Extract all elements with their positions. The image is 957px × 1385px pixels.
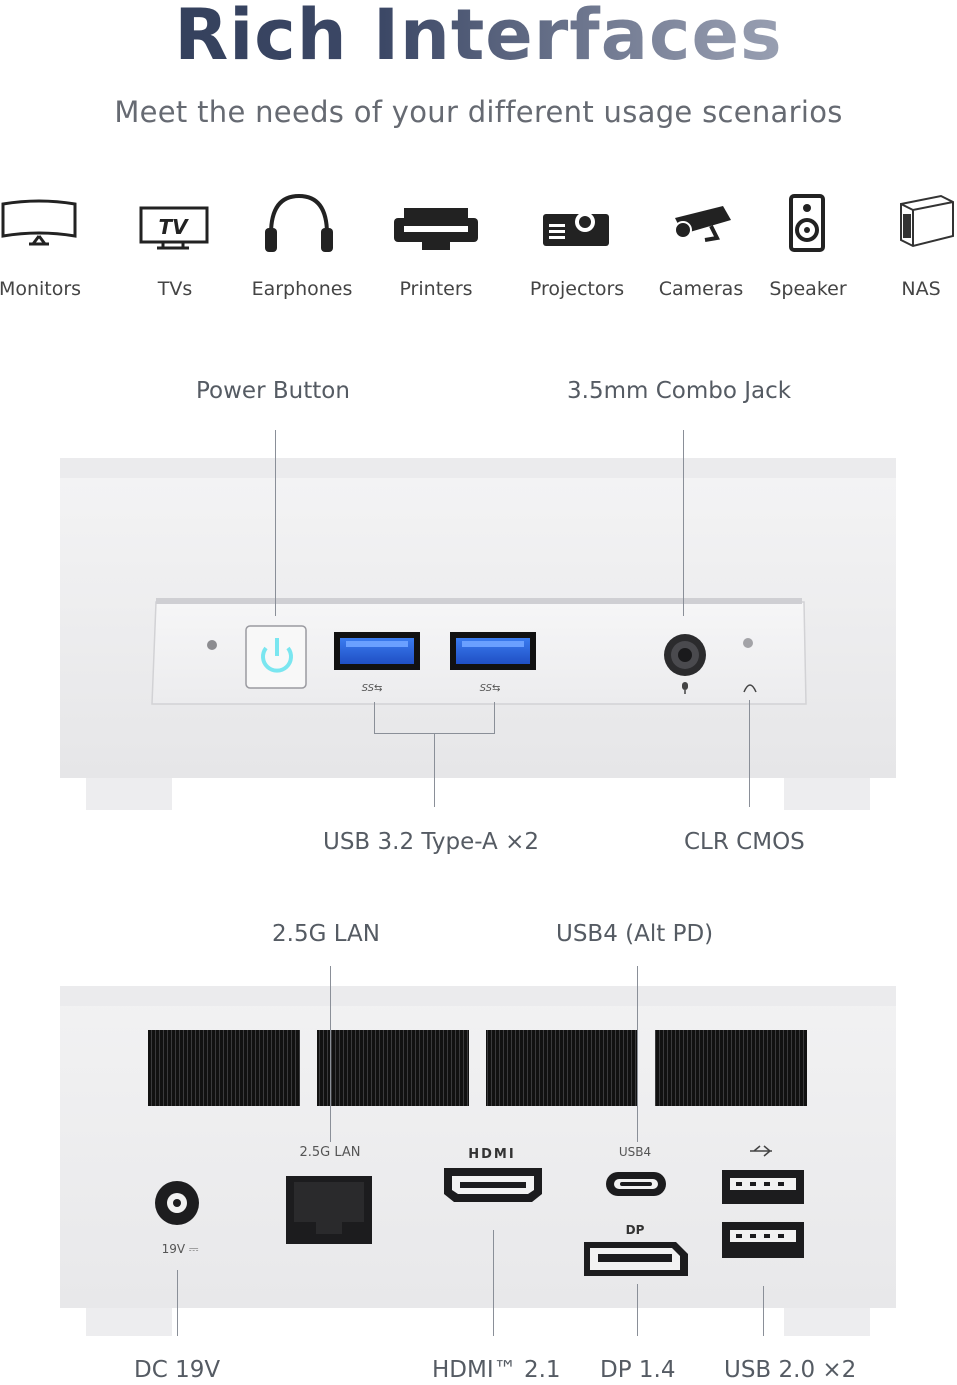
leader-line-dp (637, 1284, 638, 1336)
scenario-label-nas: NAS (901, 278, 941, 300)
usb-ss-marking-2: SS⇆ (480, 683, 501, 694)
leader-line-usb-left (374, 702, 375, 734)
printer-icon (381, 190, 491, 256)
leader-line-usb-right (494, 702, 495, 734)
combo-audio-jack[interactable] (664, 634, 706, 676)
headphone-small-icon (743, 684, 757, 693)
dc-printed-label: 19V ⎓ (162, 1242, 199, 1256)
usb-a-port-2[interactable] (450, 632, 536, 670)
usb-symbol-icon (750, 1145, 772, 1157)
callout-power-button: Power Button (196, 378, 350, 404)
front-panel-device: SS⇆ SS⇆ (60, 458, 896, 814)
leader-line-dc (177, 1270, 178, 1336)
leader-line-usb2 (763, 1286, 764, 1336)
callout-dp: DP 1.4 (600, 1357, 676, 1383)
callout-combo-jack: 3.5mm Combo Jack (567, 378, 792, 404)
leader-line-usb-stem (434, 733, 435, 807)
hdmi-port[interactable] (444, 1168, 542, 1202)
scenario-label-tvs: TVs (157, 278, 193, 300)
leader-line-power (275, 430, 276, 616)
page-title: Rich Interfaces (0, 0, 957, 76)
nas-icon (864, 190, 957, 256)
status-led (207, 640, 217, 650)
leader-line-clr-cmos (749, 700, 750, 807)
monitor-icon (0, 190, 94, 250)
usb4-type-c-port[interactable] (606, 1172, 666, 1196)
callout-clr-cmos: CLR CMOS (684, 829, 805, 855)
camera-icon (646, 190, 756, 256)
ethernet-port[interactable] (286, 1176, 372, 1244)
scenario-label-cameras: Cameras (658, 278, 744, 300)
usb-ss-marking-1: SS⇆ (362, 683, 383, 694)
speaker-icon (752, 190, 862, 256)
tv-icon: TV (118, 190, 228, 250)
tv-icon-text: TV (158, 215, 189, 239)
usb-a-port-1[interactable] (334, 632, 420, 670)
displayport-port[interactable] (584, 1242, 688, 1276)
dp-printed-label: DP (626, 1223, 645, 1237)
vent-grille-2 (317, 1030, 469, 1106)
microphone-icon (682, 682, 688, 694)
scenario-label-earphones: Earphones (251, 278, 353, 300)
callout-lan: 2.5G LAN (272, 921, 380, 947)
headphones-icon (244, 190, 354, 256)
vent-grille-3 (486, 1030, 638, 1106)
rear-panel-device: 19V ⎓ 2.5G LAN HDMI USB4 DP (60, 986, 896, 1338)
scenario-label-speaker: Speaker (769, 278, 847, 300)
callout-hdmi: HDMI™ 2.1 (432, 1357, 561, 1383)
leader-line-jack (683, 430, 684, 616)
scenario-label-projectors: Projectors (529, 278, 625, 300)
callout-usb-type-a: USB 3.2 Type-A ×2 (323, 829, 539, 855)
vent-grille-4 (655, 1030, 807, 1106)
usb-2-port-2[interactable] (722, 1222, 804, 1258)
projector-icon (522, 190, 632, 256)
leader-line-hdmi (493, 1230, 494, 1336)
power-button[interactable] (245, 625, 307, 689)
vent-grille-1 (148, 1030, 300, 1106)
usb-2-port-1[interactable] (722, 1170, 804, 1204)
callout-usb4: USB4 (Alt PD) (556, 921, 714, 947)
leader-line-usb4 (637, 966, 638, 1142)
scenario-label-printers: Printers (399, 278, 473, 300)
callout-usb2: USB 2.0 ×2 (724, 1357, 857, 1383)
page-subtitle: Meet the needs of your different usage s… (114, 95, 843, 129)
lan-printed-label: 2.5G LAN (299, 1145, 360, 1160)
leader-line-lan (330, 966, 331, 1142)
hdmi-logo-text: HDMI (468, 1147, 515, 1162)
clr-cmos-hole (743, 638, 753, 648)
callout-dc: DC 19V (134, 1357, 221, 1383)
dc-power-jack[interactable] (155, 1181, 199, 1225)
scenario-label-monitors: Monitors (0, 278, 82, 300)
usb4-printed-label: USB4 (619, 1145, 651, 1159)
